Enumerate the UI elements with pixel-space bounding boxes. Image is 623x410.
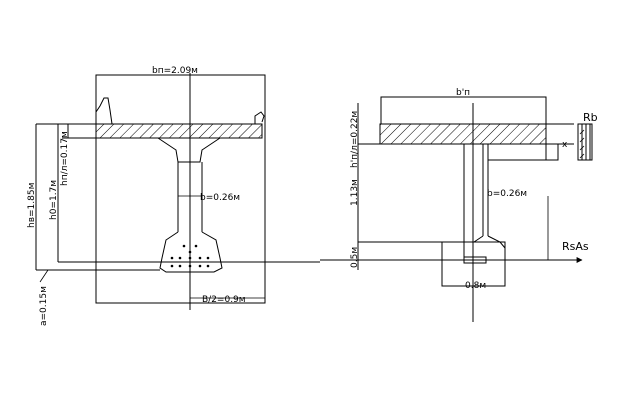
right-bottom-block xyxy=(441,241,506,287)
left-bp-label: bп=2.09м xyxy=(152,66,198,76)
right-bottom-height-label: 0.5м xyxy=(350,247,360,268)
right-hp-flange-label: h'п/л=0.22м xyxy=(350,111,360,168)
x-label: x xyxy=(562,140,568,150)
left-hp-flange-label: hп/л=0.17м xyxy=(60,131,70,186)
rb-label: Rb xyxy=(583,111,598,124)
rb-stress-block xyxy=(577,123,593,161)
right-web-width-label: b=0.26м xyxy=(487,189,527,199)
left-web-width-label: b=0.26м xyxy=(200,193,240,203)
right-flange-hatch xyxy=(379,123,547,145)
left-cross-section: bп=2.09м b=0.26м B/2=0.9м hв=1.85м h0=1.… xyxy=(27,66,320,326)
left-bulb xyxy=(159,231,223,273)
left-bp-frame xyxy=(95,74,266,304)
left-flange-hatch xyxy=(95,123,263,139)
right-bp-label: b'п xyxy=(456,88,470,98)
left-h0-label: h0=1.7м xyxy=(49,180,59,220)
right-bottom-width-label: 0.8м xyxy=(465,281,486,291)
left-strands xyxy=(170,244,210,268)
right-mid-block xyxy=(357,143,465,243)
right-bp-frame xyxy=(380,96,547,125)
left-haunch xyxy=(157,137,221,163)
rsas-label: RsAs xyxy=(562,240,589,253)
left-half-span-label: B/2=0.9м xyxy=(202,295,246,305)
left-h-total-label: hв=1.85м xyxy=(27,183,37,228)
left-curb-profile xyxy=(95,97,113,125)
right-cross-section: b'п h'п/л=0.22м 1.13м b=0.26м 0.5м 0.8м … xyxy=(320,88,598,322)
right-mid-height-label: 1.13м xyxy=(350,179,360,206)
left-a-label: a=0.15м xyxy=(39,286,49,326)
right-web xyxy=(473,143,559,236)
left-web xyxy=(177,162,203,232)
left-curb-right xyxy=(254,111,265,124)
